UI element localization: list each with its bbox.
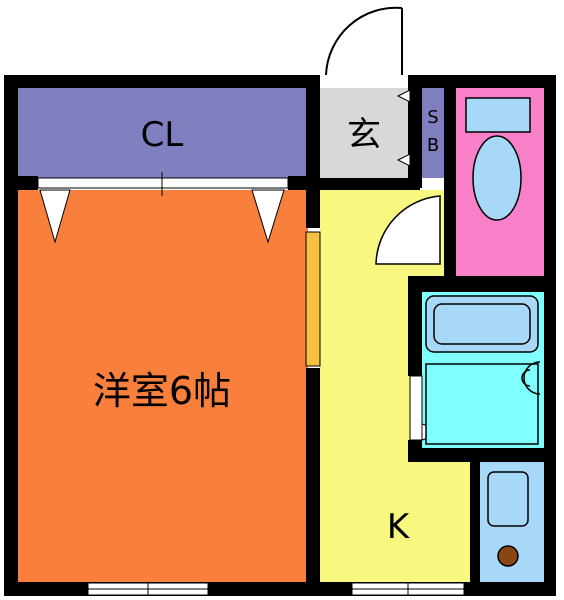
shoe-box-label-s: S xyxy=(427,107,438,128)
western-room-label: 洋室6帖 xyxy=(93,369,231,413)
western-room-area xyxy=(18,190,308,582)
room-door[interactable] xyxy=(305,231,321,367)
kitchen-sink xyxy=(487,471,529,567)
bathtub xyxy=(425,295,541,445)
entrance-area xyxy=(320,88,410,178)
closet-doors[interactable] xyxy=(37,172,289,244)
closet-label: CL xyxy=(141,115,184,155)
shoe-box-label-b: B xyxy=(427,135,439,156)
shoe-box-markers xyxy=(396,89,411,167)
toilet-fixture xyxy=(465,97,531,221)
windows xyxy=(87,582,465,596)
kitchen-label: K xyxy=(387,507,411,547)
toilet-door[interactable] xyxy=(375,195,441,265)
closet-area xyxy=(18,88,308,178)
entrance-door[interactable] xyxy=(320,6,406,76)
entrance-label: 玄 xyxy=(347,115,381,155)
shoe-box-area xyxy=(422,88,444,178)
stove-burner-icon xyxy=(497,545,519,567)
interior-walls xyxy=(18,88,556,582)
